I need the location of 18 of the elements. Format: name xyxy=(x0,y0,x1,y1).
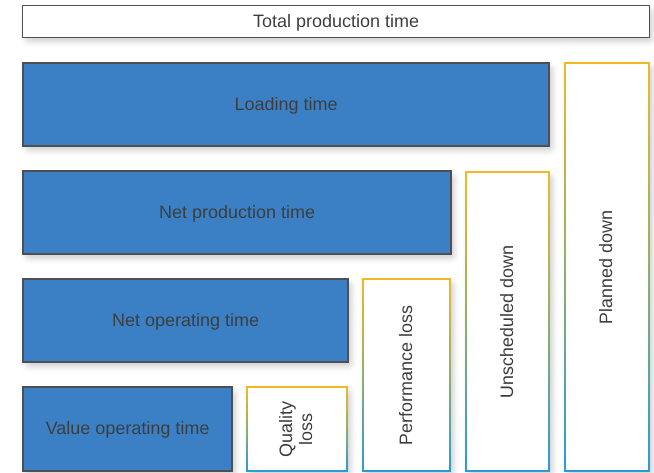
bar-label: Planned down xyxy=(597,210,617,324)
bar-label: Performance loss xyxy=(396,304,416,446)
bar-label: Quality loss xyxy=(277,400,317,460)
time-bar xyxy=(22,278,349,363)
time-bar xyxy=(22,386,233,472)
time-bar xyxy=(22,62,550,147)
bar-label: Total production time xyxy=(252,12,420,32)
loss-bar xyxy=(246,386,348,472)
loss-bar xyxy=(465,171,550,472)
bar-label: Loading time xyxy=(234,94,338,114)
bar-label: Value operating time xyxy=(46,419,210,439)
bar-label: Net operating time xyxy=(112,310,260,330)
bar-label: Unscheduled down xyxy=(498,244,518,398)
loss-bar xyxy=(564,62,650,472)
loss-bar xyxy=(362,278,451,472)
time-bar xyxy=(22,170,452,255)
bar-label: Net production time xyxy=(158,202,316,222)
header-bar xyxy=(22,5,650,38)
